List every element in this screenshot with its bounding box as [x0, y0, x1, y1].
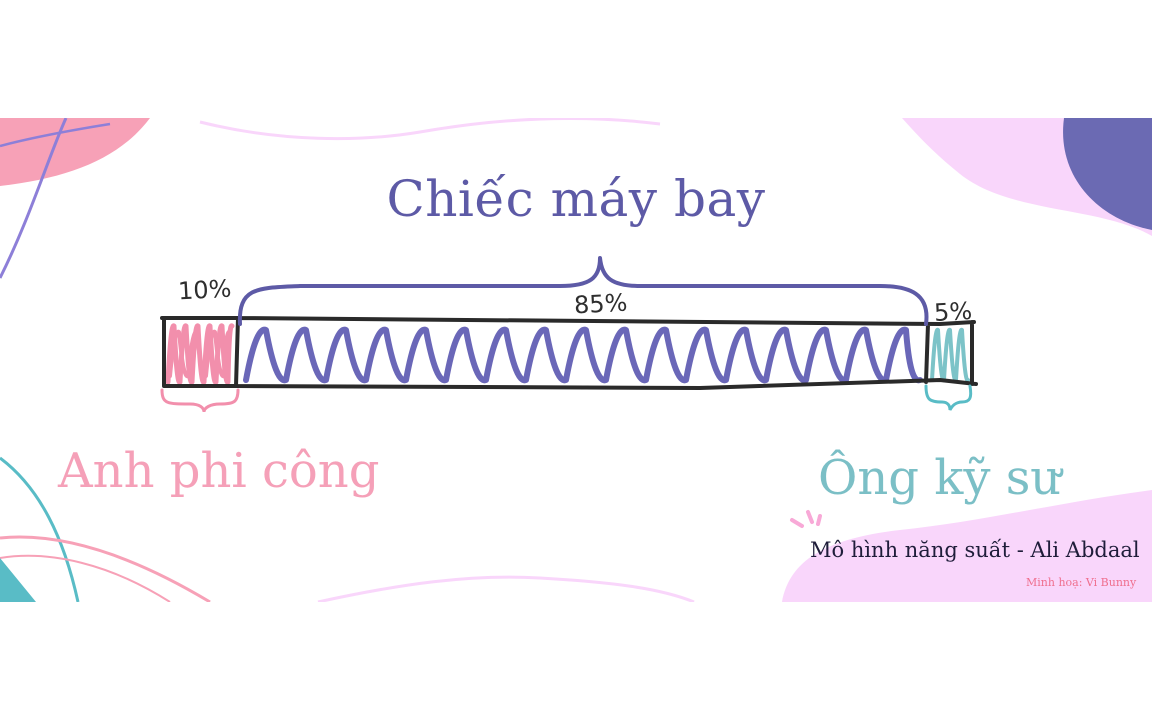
slide: Chiếc máy bay 10% 85% 5% Anh phi công Ôn…: [0, 118, 1152, 602]
background-decoration: [0, 118, 1152, 602]
model-caption: Mô hình năng suất - Ali Abdaal: [810, 538, 1140, 562]
top-left-purple-curve-2: [0, 122, 111, 148]
bottom-left-teal-triangle: [0, 558, 36, 602]
plane-percentage: 85%: [573, 288, 629, 320]
diagram-title: Chiếc máy bay: [386, 170, 766, 228]
top-wave-line: [199, 118, 661, 141]
bottom-left-teal-curve: [0, 456, 80, 602]
bottom-left-pink-curve-2: [0, 554, 171, 602]
pilot-segment-fill: [165, 323, 235, 385]
pilot-label: Anh phi công: [58, 443, 380, 499]
scribble-stroke: [930, 327, 970, 383]
bottom-right-lilac-blob: [782, 490, 1152, 602]
bottom-wave-line: [317, 575, 695, 602]
sparkle-stroke: [790, 518, 804, 528]
pilot-percentage: 10%: [177, 274, 233, 306]
pilot-brace: [160, 388, 240, 413]
productivity-diagram: [160, 256, 978, 413]
scribble-stroke: [243, 326, 923, 384]
bar-outline: [160, 316, 978, 390]
engineer-brace: [924, 384, 973, 411]
sparkle-stroke: [816, 514, 822, 526]
engineer-segment-fill: [930, 327, 970, 383]
plane-segment-fill: [243, 326, 923, 384]
top-left-pink-blob: [0, 118, 150, 186]
bottom-left-pink-curve: [0, 535, 211, 602]
sparkle-stroke: [806, 510, 814, 524]
scribble-stroke: [168, 329, 232, 379]
top-right-purple-blob: [1063, 118, 1152, 230]
engineer-percentage: 5%: [933, 297, 973, 327]
engineer-label: Ông kỹ sư: [818, 450, 1062, 506]
plane-brace: [237, 256, 929, 326]
illustration-credit: Minh hoạ: Vi Bunny: [1026, 576, 1137, 589]
